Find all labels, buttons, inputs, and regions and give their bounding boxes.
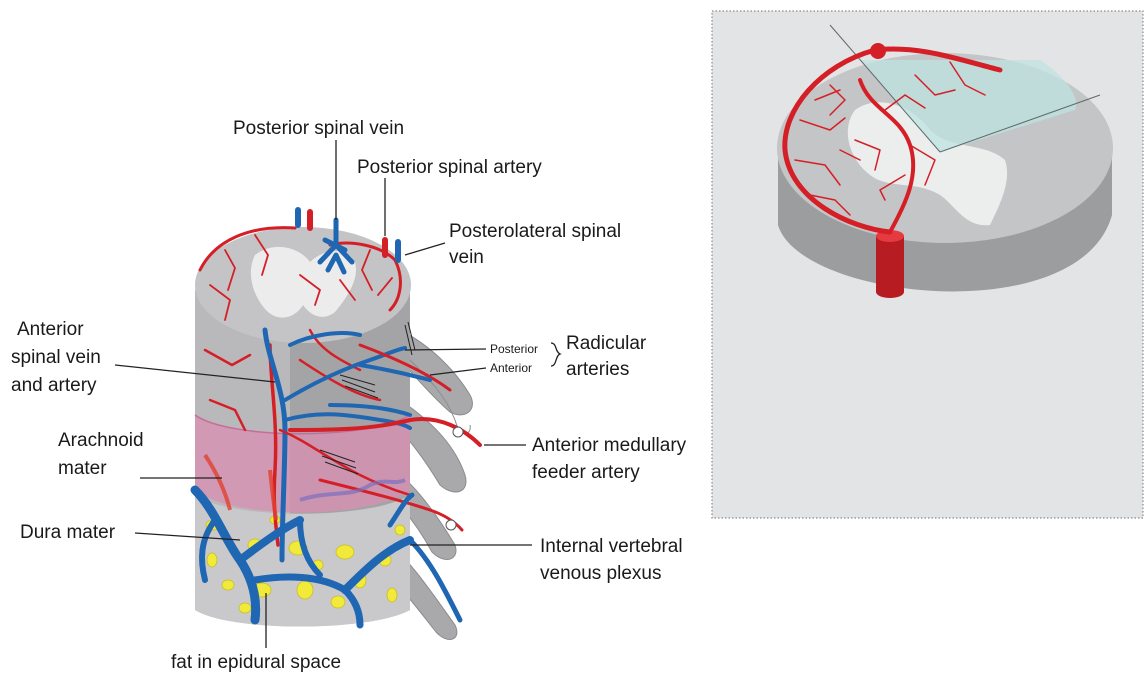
- label-radicular-posterior: Posterior: [490, 342, 538, 356]
- label-radicular-anterior: Anterior: [490, 361, 532, 375]
- label-posterior-spinal-vein: Posterior spinal vein: [233, 118, 404, 139]
- inset-panel: [712, 11, 1143, 518]
- label-radicular-arteries-2: arteries: [566, 359, 629, 380]
- inset-arterial-node: [870, 43, 886, 59]
- label-venous-plexus-1: Internal vertebral: [540, 536, 683, 557]
- label-anterior-spinal-vein-3: and artery: [11, 375, 97, 396]
- label-posterior-spinal-artery: Posterior spinal artery: [357, 157, 542, 178]
- label-anterior-medullary-2: feeder artery: [532, 462, 640, 483]
- root-cut-end-1: [453, 427, 463, 437]
- label-arachnoid-mater-2: mater: [58, 458, 107, 479]
- label-anterior-spinal-vein-1: Anterior: [17, 319, 84, 340]
- label-dura-mater: Dura mater: [20, 522, 116, 543]
- inset-radicular-artery-trunk: [876, 236, 904, 292]
- label-radicular-arteries-1: Radicular: [566, 333, 647, 354]
- label-anterior-spinal-vein-2: spinal vein: [11, 347, 101, 368]
- label-posterolateral-spinal-vein-1: Posterolateral spinal: [449, 221, 621, 242]
- label-posterolateral-spinal-vein-2: vein: [449, 247, 484, 268]
- label-arachnoid-mater-1: Arachnoid: [58, 430, 144, 451]
- label-anterior-medullary-1: Anterior medullary: [532, 435, 687, 456]
- inset-radicular-artery-bottom: [876, 286, 904, 298]
- label-fat-epidural-space: fat in epidural space: [171, 652, 341, 673]
- spinal-cord-illustration: [195, 210, 480, 639]
- label-venous-plexus-2: venous plexus: [540, 563, 661, 584]
- root-cut-end-2: [446, 520, 456, 530]
